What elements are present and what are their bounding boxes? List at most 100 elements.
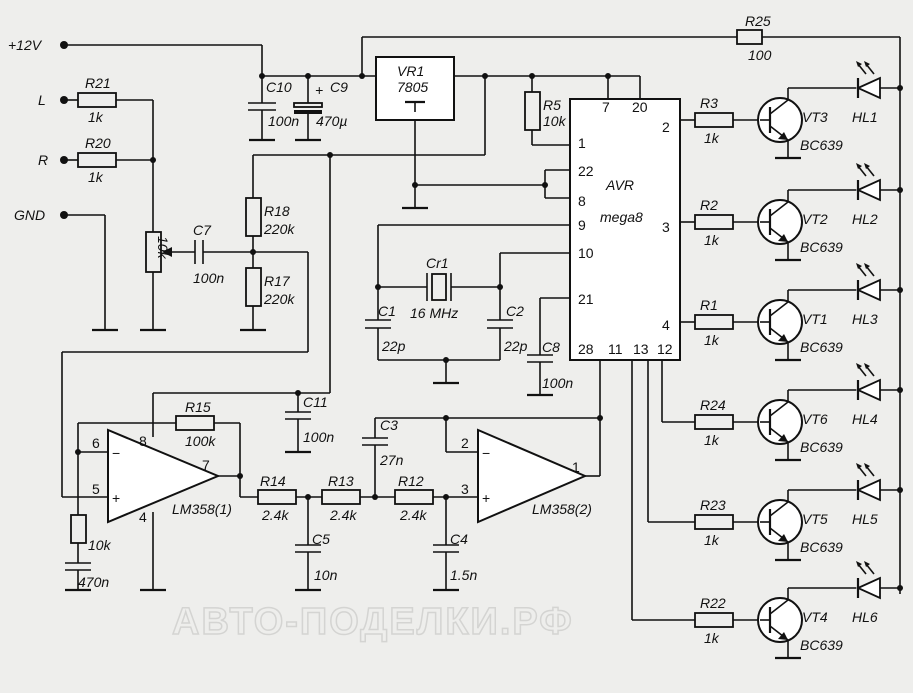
svg-text:1: 1 [572,459,580,475]
base-resistor-value: 1k [704,232,720,248]
supply-caps [248,76,323,142]
svg-text:7: 7 [202,457,210,473]
input-mixer [64,92,195,332]
light-arrow-head [864,263,870,269]
led-diode [855,478,881,502]
svg-text:2: 2 [461,435,469,451]
transistor-collector [769,401,789,417]
c3-value: 27n [379,452,404,468]
terminal-vcc: +12V [8,37,68,53]
regulator-vr1 [375,56,545,210]
r17-value: 220k [263,291,295,307]
r15-value: 100k [185,433,216,449]
base-resistor-value: 1k [704,630,720,646]
led-ref: HL5 [852,511,878,527]
led-ref: HL3 [852,311,878,327]
r20-value: 1k [88,169,104,185]
base-resistor-ref: R2 [700,197,718,213]
light-arrow-head [856,263,862,269]
emitter-arrow [778,632,788,640]
emitter-arrow [778,434,788,442]
svg-text:−: − [112,445,120,461]
emitter-arrow [778,132,788,140]
c7-ref: C7 [193,222,212,238]
c10-value: 100n [268,113,299,129]
light-arrow-head [864,363,870,369]
c1-value: 22p [381,338,406,354]
c2-value: 22p [503,338,528,354]
transistor-collector [769,301,789,317]
r18-value: 220k [263,221,295,237]
transistor-ref: VT6 [802,411,828,427]
transistor-part: BC639 [800,339,843,355]
r13-value: 2.4k [329,507,357,523]
svg-text:L: L [38,92,46,108]
svg-text:−: − [482,445,490,461]
r5-resistor [524,91,541,131]
r5-value: 10k [543,113,567,129]
transistor-collector [769,501,789,517]
emitter-arrow [778,234,788,242]
r12-value: 2.4k [399,507,427,523]
c4-ref: C4 [450,531,468,547]
base-resistor-ref: R24 [700,397,726,413]
emitter-arrow [778,534,788,542]
svg-text:2: 2 [662,119,670,135]
svg-text:4: 4 [662,317,670,333]
c7-value: 100n [193,270,224,286]
junction-dot [897,85,903,91]
base-resistor-value: 1k [704,432,720,448]
r15-ref: R15 [185,399,211,415]
base-resistor [694,314,734,330]
r12-ref: R12 [398,473,424,489]
svg-text:+12V: +12V [8,37,43,53]
transistor-collector [769,201,789,217]
light-arrow-head [856,61,862,67]
led-diode [855,76,881,100]
c4-value: 1.5n [450,567,477,583]
base-resistor-value: 1k [704,332,720,348]
c11-ref: C11 [303,394,328,410]
junction-dot [897,487,903,493]
svg-text:12: 12 [657,341,673,357]
r25-resistor [736,29,763,45]
opamp1-name: LM358(1) [172,501,232,517]
watermark: АВТО-ПОДЕЛКИ.РФ [172,601,574,643]
transistor-part: BC639 [800,637,843,653]
svg-text:10: 10 [578,245,594,261]
transistor-collector [769,99,789,115]
svg-text:3: 3 [662,219,670,235]
base-resistor-ref: R23 [700,497,726,513]
c9-ref: C9 [330,79,348,95]
svg-text:20: 20 [632,99,648,115]
terminal-gnd: GND [14,207,68,223]
c11-value: 100n [303,429,334,445]
light-arrow-head [864,163,870,169]
opamp2 [445,418,601,524]
mcu-name: AVR [605,177,634,193]
mcu-atmega8 [378,98,681,620]
svg-text:+: + [112,490,120,506]
svg-text:7: 7 [602,99,610,115]
transistor-part: BC639 [800,239,843,255]
c8-ref: C8 [542,339,560,355]
svg-text:4: 4 [139,509,147,525]
light-arrow-head [864,561,870,567]
svg-text:6: 6 [92,435,100,451]
transistor-ref: VT5 [802,511,828,527]
rx-value: 10k [88,537,112,553]
svg-text:GND: GND [14,207,45,223]
vr1-part: 7805 [397,79,428,95]
transistor-ref: VT4 [802,609,828,625]
mcu-model: mega8 [600,209,643,225]
light-arrow-head [856,561,862,567]
base-resistor-ref: R3 [700,95,718,111]
emitter-arrow [778,334,788,342]
r5-ref: R5 [543,97,561,113]
junction-dot [897,585,903,591]
svg-text:R: R [38,152,48,168]
r20-ref: R20 [85,135,111,151]
c5-ref: C5 [312,531,330,547]
svg-text:28: 28 [578,341,594,357]
vr1-ref: VR1 [397,63,424,79]
